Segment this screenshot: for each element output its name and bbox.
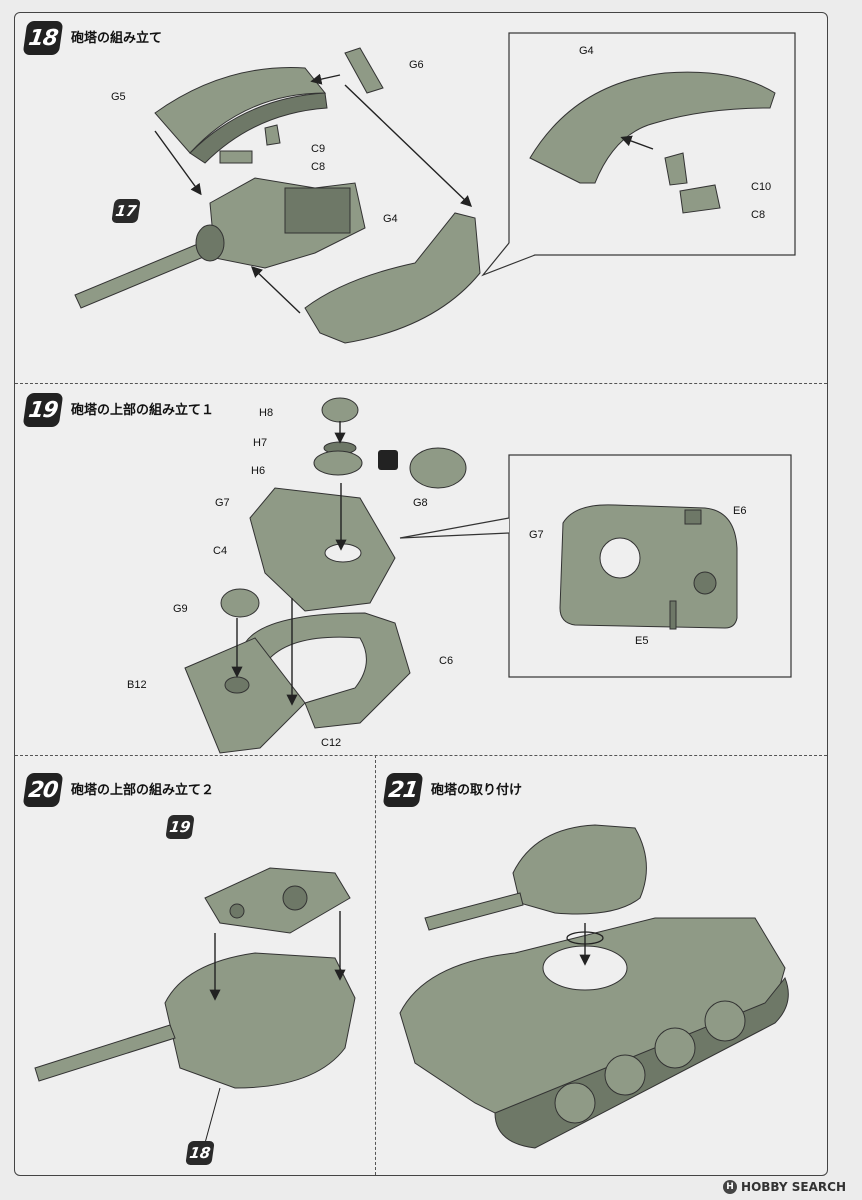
turret-21 (512, 824, 647, 915)
step-number-20: 20 (22, 773, 64, 807)
gun-barrel-21 (424, 892, 524, 931)
inset-frame-18 (508, 32, 796, 256)
label-c6: C6 (439, 655, 454, 667)
part-c8 (219, 150, 253, 164)
label-inset-c10: C10 (751, 181, 772, 193)
label-g7: G7 (215, 497, 230, 509)
ref-step-19: 19 (165, 815, 195, 839)
inset-part-g7 (559, 504, 738, 629)
ref-step-17: 17 (111, 199, 141, 223)
label-c9: C9 (311, 143, 326, 155)
label-g4: G4 (383, 213, 398, 225)
part-c6 (244, 612, 411, 729)
step-number-18: 18 (22, 21, 64, 55)
inset-part-c8 (679, 184, 721, 214)
label-inset-c8: C8 (751, 209, 766, 221)
inset-part-g4 (529, 71, 776, 184)
flip-symbol (378, 450, 398, 470)
label-g9: G9 (173, 603, 188, 615)
part-g8 (409, 447, 467, 489)
watermark-text: HOBBY SEARCH (741, 1180, 846, 1194)
step-title-19: 砲塔の上部の組み立て１ (71, 403, 215, 418)
turret-body-20 (164, 952, 356, 1089)
turret-top-20 (204, 867, 351, 934)
step-number-19: 19 (22, 393, 64, 427)
label-g5: G5 (111, 91, 126, 103)
part-g7 (249, 487, 396, 612)
label-inset-e5: E5 (635, 635, 649, 647)
footer-watermark: H HOBBY SEARCH (723, 1180, 846, 1194)
gun-barrel-18 (74, 240, 214, 309)
part-h6 (313, 450, 363, 476)
label-c12: C12 (321, 737, 342, 749)
section-divider-3 (375, 755, 376, 1175)
section-divider-2 (15, 755, 827, 756)
label-b12: B12 (127, 679, 147, 691)
ref-step-18: 18 (185, 1141, 215, 1165)
step-title-18: 砲塔の組み立て (71, 31, 163, 46)
step-title-21: 砲塔の取り付け (431, 783, 523, 798)
part-h8 (321, 397, 359, 423)
label-c4: C4 (213, 545, 228, 557)
label-inset-e6: E6 (733, 505, 747, 517)
assembly-artwork (34, 32, 796, 1149)
label-inset-g7: G7 (529, 529, 544, 541)
instruction-sheet: 18 砲塔の組み立て 19 砲塔の上部の組み立て１ 20 砲塔の上部の組み立て２… (14, 12, 828, 1176)
part-c9 (264, 124, 281, 146)
label-inset-g4: G4 (579, 45, 594, 57)
label-h6: H6 (251, 465, 266, 477)
gun-barrel-20 (34, 1024, 176, 1082)
inset-frame-19 (508, 454, 792, 678)
inset-part-c10 (664, 152, 688, 186)
label-h8: H8 (259, 407, 274, 419)
step-title-20: 砲塔の上部の組み立て２ (71, 783, 215, 798)
part-b12 (184, 637, 306, 754)
section-divider-1 (15, 383, 827, 384)
label-g6: G6 (409, 59, 424, 71)
label-c8: C8 (311, 161, 326, 173)
step-number-21: 21 (382, 773, 424, 807)
part-g6 (344, 47, 384, 94)
label-h7: H7 (253, 437, 268, 449)
label-g8: G8 (413, 497, 428, 509)
part-g4 (304, 212, 481, 344)
watermark-logo-icon: H (723, 1180, 738, 1194)
part-g9 (220, 588, 260, 618)
